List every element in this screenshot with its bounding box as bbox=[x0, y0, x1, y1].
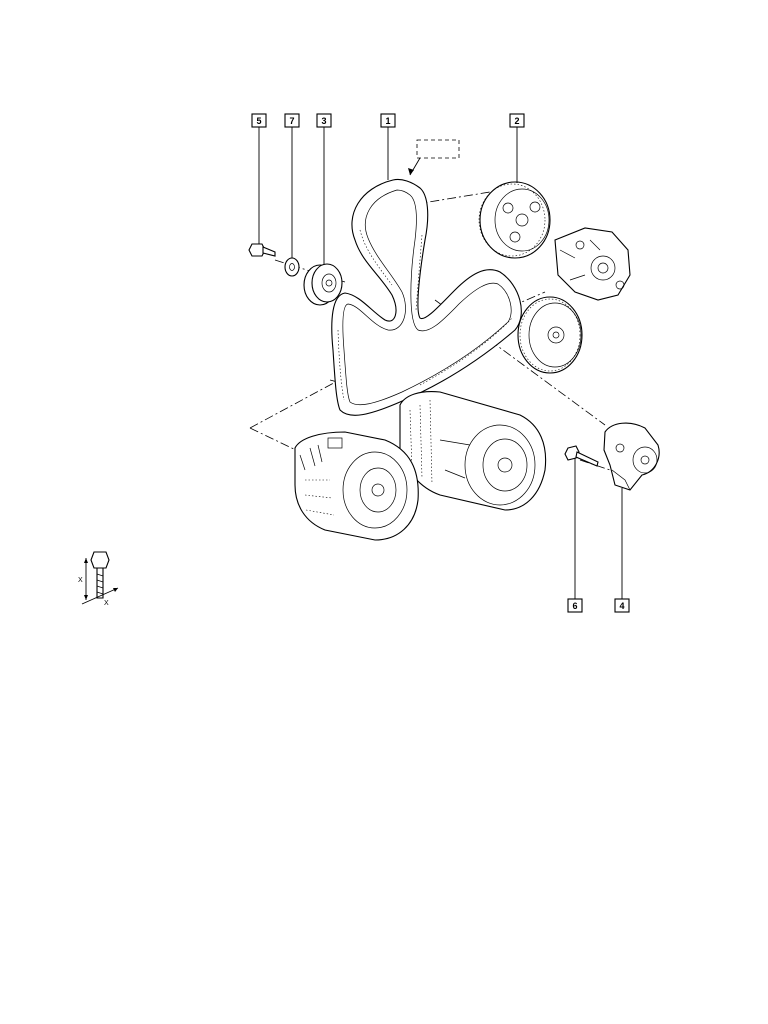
ac-compressor bbox=[399, 391, 547, 511]
callout-6: 6 bbox=[567, 598, 583, 613]
callout-6-label: 6 bbox=[572, 601, 577, 611]
crankshaft-pulley bbox=[517, 296, 583, 374]
callout-1: 1 bbox=[380, 113, 396, 128]
callout-2-label: 2 bbox=[514, 116, 519, 126]
callout-3: 3 bbox=[316, 113, 332, 128]
tensioner-part-4 bbox=[603, 422, 660, 491]
callout-2: 2 bbox=[509, 113, 525, 128]
callout-4-label: 4 bbox=[619, 601, 624, 611]
callout-7: 7 bbox=[284, 113, 300, 128]
power-steering-pump bbox=[554, 227, 631, 301]
bolt-part-5 bbox=[248, 243, 276, 257]
accessory-drive-belt bbox=[331, 178, 522, 416]
pulley-part-2 bbox=[478, 181, 551, 259]
callout-4: 4 bbox=[614, 598, 630, 613]
callout-5: 5 bbox=[251, 113, 267, 128]
bolt-dim-label-1: X bbox=[78, 577, 83, 584]
bolt-part-6 bbox=[564, 445, 599, 467]
callout-5-label: 5 bbox=[256, 116, 261, 126]
reference-box bbox=[416, 139, 460, 159]
idler-pulley-part-3 bbox=[303, 263, 343, 306]
callout-3-label: 3 bbox=[321, 116, 326, 126]
callout-7-label: 7 bbox=[289, 116, 294, 126]
washer-part-7 bbox=[284, 257, 300, 277]
alternator bbox=[294, 431, 419, 541]
bolt-dimension-detail: X X bbox=[78, 551, 119, 607]
callout-1-label: 1 bbox=[385, 116, 390, 126]
callout-leaders bbox=[258, 127, 623, 599]
bolt-dim-label-2: X bbox=[104, 600, 109, 607]
